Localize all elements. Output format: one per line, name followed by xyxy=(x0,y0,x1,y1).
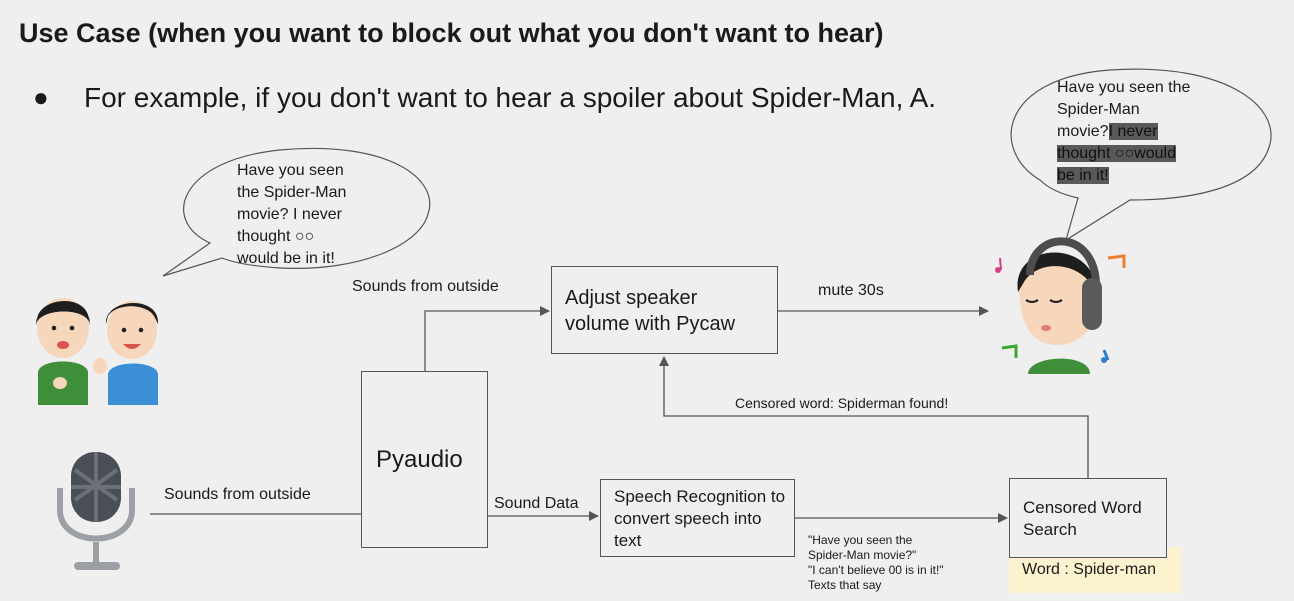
right-bubble-line: Have you seen the xyxy=(1057,79,1191,96)
recognized-text-line: Texts that say xyxy=(808,578,882,592)
edge-censor-to-adjust xyxy=(659,356,1089,478)
speech-recognition-label: Speech Recognition to convert speech int… xyxy=(614,487,786,550)
edge-label-mute: mute 30s xyxy=(818,282,884,299)
right-bubble-text: Have you seen the Spider-Man movie?I nev… xyxy=(1057,77,1190,187)
microphone-icon xyxy=(57,452,135,570)
listener-with-headphones-icon xyxy=(995,237,1126,374)
left-speech-bubble xyxy=(162,147,431,277)
adjust-volume-label: Adjust speaker volume with Pycaw xyxy=(565,287,736,335)
edge-label-outside: Sounds from outside xyxy=(352,278,499,295)
spoiler-highlight: be in it! xyxy=(1057,167,1109,184)
bullet-text: For example, if you don't want to hear a… xyxy=(84,82,937,113)
left-bubble-line: would be in it! xyxy=(237,250,335,267)
slide-title: Use Case (when you want to block out wha… xyxy=(19,18,884,48)
left-bubble-text: Have you seen the Spider-Man movie? I ne… xyxy=(237,160,346,270)
left-bubble-line: thought ○○ xyxy=(237,228,315,245)
edge-label-mic: Sounds from outside xyxy=(164,486,311,503)
edge-label-sound-data: Sound Data xyxy=(494,495,579,512)
right-bubble-line: movie?I never xyxy=(1057,123,1158,140)
edge-pyaudio-to-adjust xyxy=(424,306,550,371)
word-label: Word : Spider-man xyxy=(1022,561,1156,578)
recognized-text-line: "I can't believe 00 is in it!" xyxy=(808,563,944,577)
recognized-text-line: "Have you seen the xyxy=(808,533,913,547)
censored-word-search-node: Censored Word Search xyxy=(1009,478,1167,558)
left-bubble-line: Have you seen xyxy=(237,162,344,179)
left-bubble-line: movie? I never xyxy=(237,206,342,223)
pyaudio-label: Pyaudio xyxy=(376,446,463,473)
censored-word-search-label: Censored Word Search xyxy=(1023,498,1142,539)
spoiler-highlight: thought ○○would xyxy=(1057,145,1176,162)
left-bubble-line: the Spider-Man xyxy=(237,184,347,201)
right-bubble-line: be in it! xyxy=(1057,165,1190,187)
recognized-text-line: Spider-Man movie?" xyxy=(808,548,917,562)
pyaudio-node: Pyaudio xyxy=(361,371,488,548)
recognized-text-note: "Have you seen the Spider-Man movie?" "I… xyxy=(808,533,944,593)
spoiler-highlight: I never xyxy=(1108,123,1158,140)
right-bubble-line: Spider-Man xyxy=(1057,101,1140,118)
edge-label-censored-found: Censored word: Spiderman found! xyxy=(735,395,949,411)
adjust-volume-node: Adjust speaker volume with Pycaw xyxy=(551,266,778,354)
right-bubble-line: thought ○○would xyxy=(1057,143,1190,165)
speech-recognition-node: Speech Recognition to convert speech int… xyxy=(600,479,795,557)
bullet-dot: ● xyxy=(33,82,49,112)
two-people-icon xyxy=(35,298,159,405)
